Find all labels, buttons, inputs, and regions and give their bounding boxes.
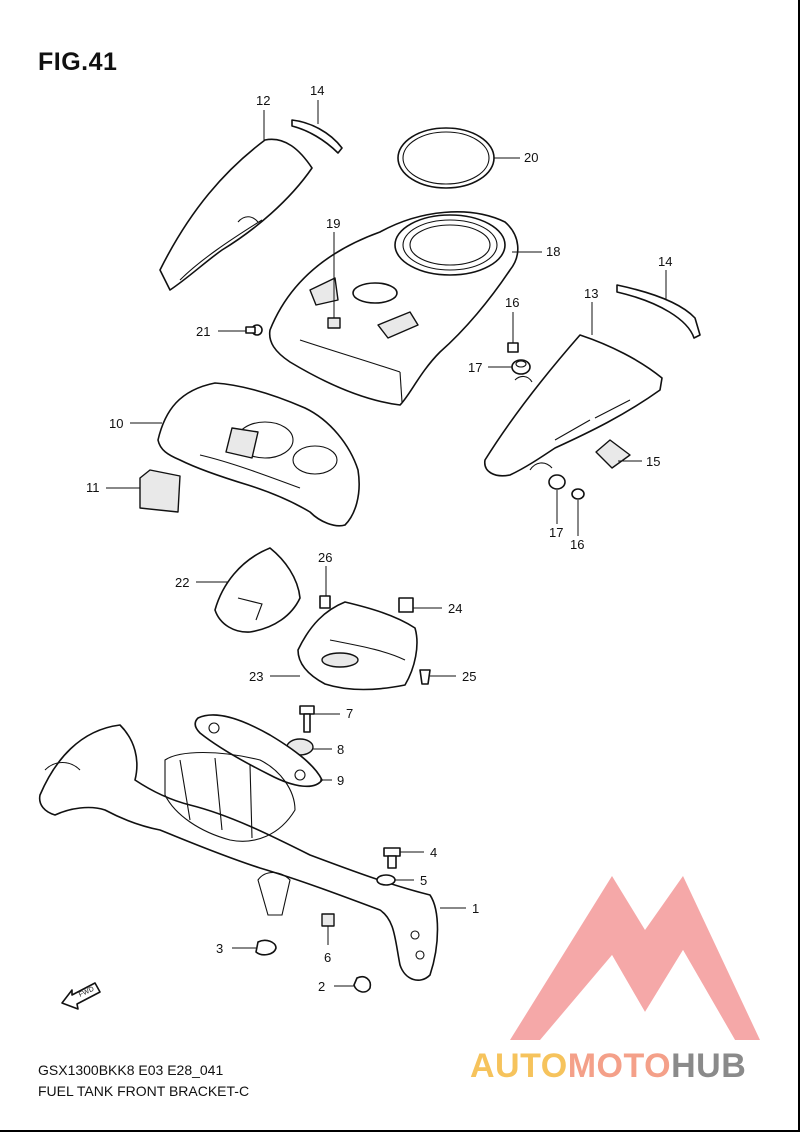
watermark-text-auto: AUTO [470,1047,568,1085]
callout-7: 7 [346,706,353,721]
part-17-grommet-upper [511,359,531,375]
callout-22: 22 [175,575,189,590]
part-13-side-cover [484,334,663,477]
figure-name: FUEL TANK FRONT BRACKET-C [38,1083,250,1099]
fwd-arrow-icon: FWD [61,982,101,1010]
part-22-small-bracket [214,547,301,633]
part-5-washer [376,874,396,886]
callout-3: 3 [216,941,223,956]
watermark-text: AUTOMOTOHUB [470,1047,746,1086]
part-14-trim-strip-right [616,284,701,339]
callout-9: 9 [337,773,344,788]
part-23-lower-bracket [297,601,418,691]
callout-15: 15 [646,454,660,469]
callout-19: 19 [326,216,340,231]
watermark-text-moto: MOTO [567,1047,672,1085]
figure-code: GSX1300BKK8 E03 E28_041 [38,1062,224,1078]
part-18-top-cover [268,211,519,406]
part-17-grommet-lower [548,474,566,490]
part-24-nut [398,597,414,613]
part-16-collar-upper [507,342,519,353]
watermark-text-hub: HUB [671,1047,747,1085]
part-25-screw [419,669,431,685]
callout-23: 23 [249,669,263,684]
part-3-cap [255,939,277,956]
part-19-clip [327,317,341,329]
callout-14-right: 14 [658,254,672,269]
part-20-ring [397,127,495,189]
callout-8: 8 [337,742,344,757]
callout-1: 1 [472,901,479,916]
part-15-pad [595,439,631,469]
part-14-trim-strip-upper [291,119,343,154]
callout-2: 2 [318,979,325,994]
part-12-side-cover [159,138,313,291]
part-16-collar-lower [571,488,585,500]
callout-20: 20 [524,150,538,165]
callout-12: 12 [256,93,270,108]
callout-17-lower: 17 [549,525,563,540]
callout-6: 6 [324,950,331,965]
part-1-front-bracket [38,724,439,981]
callout-26: 26 [318,550,332,565]
part-4-bolt [383,847,401,869]
watermark-logo [510,876,760,1045]
callout-21: 21 [196,324,210,339]
part-9-plate [194,714,323,788]
callout-4: 4 [430,845,437,860]
callout-10: 10 [109,416,123,431]
leader-lines [106,100,667,987]
callout-13: 13 [584,286,598,301]
callout-17-upper: 17 [468,360,482,375]
callout-5: 5 [420,873,427,888]
part-10-bracket-cover [157,382,360,527]
callout-11: 11 [86,480,100,495]
part-6-grommet [321,913,335,927]
callout-labels: 12 14 20 19 18 14 13 16 21 17 10 15 11 1… [86,83,672,994]
callout-14-upper: 14 [310,83,324,98]
part-26-bolt [319,595,331,609]
callout-24: 24 [448,601,462,616]
part-21-screw [245,324,263,336]
callout-18: 18 [546,244,560,259]
figure-title: FIG.41 [38,48,118,76]
callout-16-lower: 16 [570,537,584,552]
part-2-cap [353,975,372,993]
callout-16-upper: 16 [505,295,519,310]
part-7-bolt [299,705,315,733]
part-11-block [139,469,181,513]
callout-25: 25 [462,669,476,684]
